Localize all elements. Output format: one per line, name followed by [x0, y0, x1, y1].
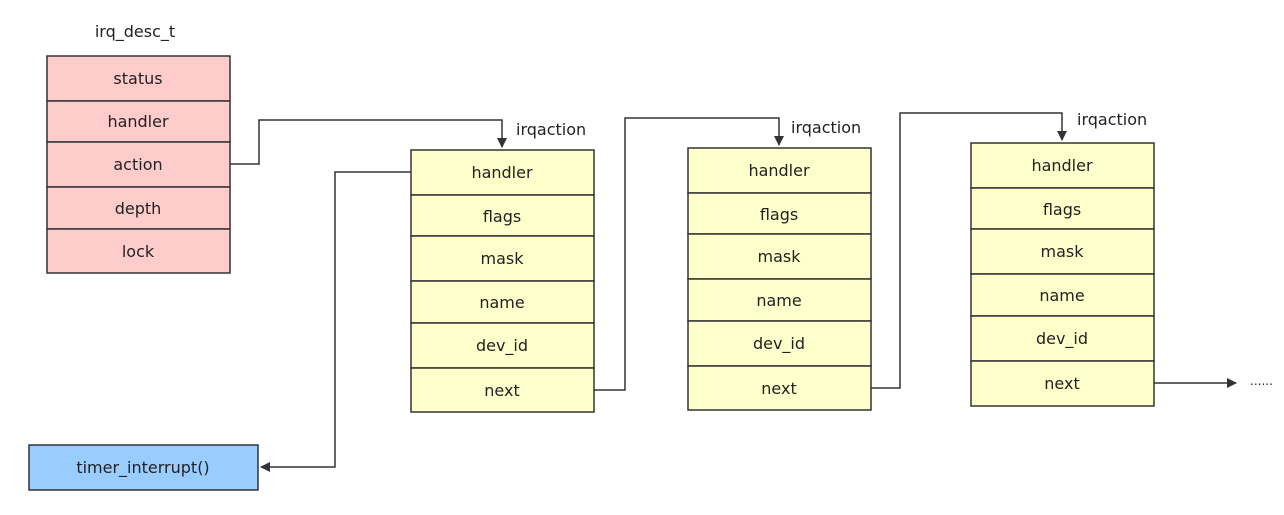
irq-desc-field-label: lock	[122, 242, 155, 261]
irqaction-field-label: next	[484, 381, 519, 400]
irq-desc-field-lock	[46, 228, 231, 274]
irqaction-field-label: handler	[471, 163, 533, 182]
irqaction-2-field-next	[687, 365, 872, 411]
irqaction-2-field-mask	[687, 233, 872, 280]
next-1-to-irqaction-2-arrow	[594, 117, 784, 391]
irqaction-3-field-name	[970, 273, 1155, 317]
handler-function-label: timer_interrupt()	[76, 458, 209, 478]
irqaction-field-label: dev_id	[1036, 329, 1088, 349]
irqaction-field-label: flags	[760, 205, 798, 224]
irqaction-field-label: mask	[481, 249, 525, 268]
irqaction-field-label: name	[756, 291, 801, 310]
irqaction-1-field-mask	[410, 235, 595, 282]
irq-desc-field-action	[46, 141, 231, 188]
handler-to-function-arrow	[260, 171, 411, 472]
irqaction-field-label: flags	[1043, 200, 1081, 219]
irqaction-struct-3: irqaction handler flags mask name dev_id…	[970, 110, 1155, 407]
action-to-irqaction-1-arrow	[230, 119, 507, 165]
irq-desc-field-depth	[46, 186, 231, 230]
irqaction-title: irqaction	[791, 118, 861, 137]
irqaction-field-label: dev_id	[753, 334, 805, 354]
irq-desc-field-label: depth	[115, 199, 162, 218]
irqaction-struct-1: irqaction handler flags mask name dev_id…	[410, 120, 595, 413]
irqaction-3-field-flags	[970, 187, 1155, 230]
next-2-to-irqaction-3-arrow	[871, 112, 1067, 389]
irqaction-field-label: flags	[483, 207, 521, 226]
irqaction-3-field-mask	[970, 228, 1155, 275]
irqaction-2-field-handler	[687, 147, 872, 194]
irqaction-title: irqaction	[516, 120, 586, 139]
irqaction-field-label: mask	[1041, 242, 1085, 261]
irq-desc-title: irq_desc_t	[95, 22, 175, 42]
irqaction-field-label: mask	[758, 247, 802, 266]
irqaction-3-field-dev-id	[970, 315, 1155, 362]
irqaction-1-field-dev-id	[410, 322, 595, 369]
irq-desc-field-label: handler	[107, 112, 169, 131]
handler-function: timer_interrupt()	[28, 444, 259, 491]
irqaction-3-field-next	[970, 360, 1155, 407]
irq-desc-struct: irq_desc_t status handler action depth l…	[46, 22, 231, 274]
irq-desc-field-status	[46, 55, 231, 102]
irqaction-field-label: name	[1039, 286, 1084, 305]
irq-desc-field-handler	[46, 100, 231, 143]
irqaction-title: irqaction	[1077, 110, 1147, 129]
irqaction-field-label: next	[761, 379, 796, 398]
irqaction-3-field-handler	[970, 142, 1155, 189]
irqaction-field-label: handler	[1031, 156, 1093, 175]
irqaction-2-field-dev-id	[687, 320, 872, 367]
irq-desc-field-label: action	[113, 155, 162, 174]
irq-desc-field-label: status	[113, 69, 162, 88]
irqaction-struct-2: irqaction handler flags mask name dev_id…	[687, 118, 872, 411]
handler-function-box	[28, 444, 259, 491]
continuation-ellipsis: ......	[1250, 374, 1273, 388]
irqaction-field-label: dev_id	[476, 336, 528, 356]
irqaction-field-label: next	[1044, 374, 1079, 393]
irqaction-field-label: handler	[748, 161, 810, 180]
irqaction-field-label: name	[479, 293, 524, 312]
